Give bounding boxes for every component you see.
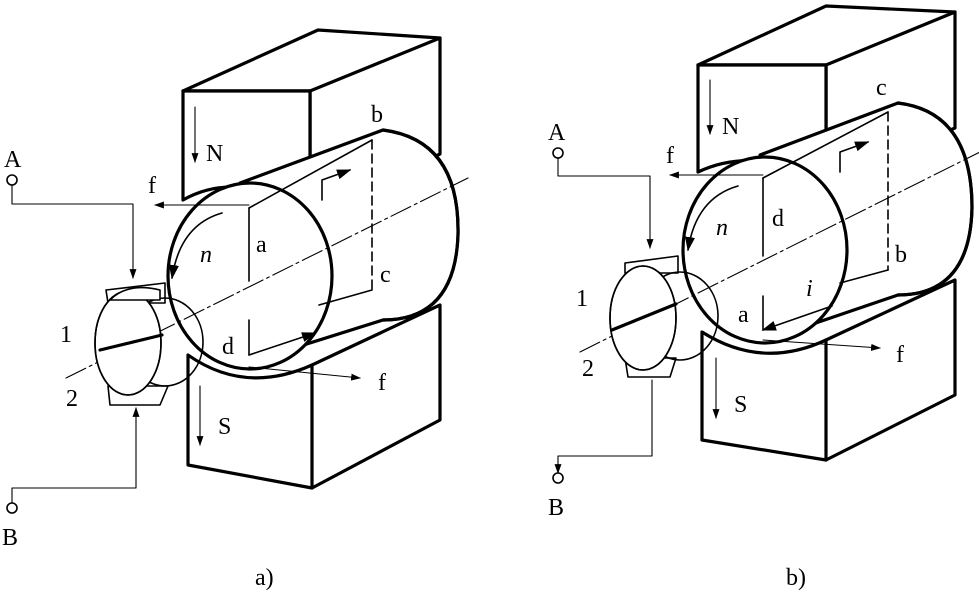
pole-s-label: S xyxy=(734,392,747,418)
external-leads xyxy=(6,174,140,514)
force-label-bottom: f xyxy=(378,370,386,396)
coil-a-label: a xyxy=(256,232,267,258)
terminal-a-label: A xyxy=(548,120,566,146)
segment-1-label: 1 xyxy=(60,322,72,348)
commutator xyxy=(94,282,204,406)
rotation-arrow xyxy=(684,185,739,252)
segment-2-label: 2 xyxy=(582,356,594,382)
terminal-a-label: A xyxy=(4,147,22,173)
terminal-b-label: B xyxy=(548,495,564,521)
coil-c-label: c xyxy=(876,75,887,101)
coil-b-label: b xyxy=(371,102,383,128)
panel-a: A B N S f f n 1 2 a b c d a) xyxy=(2,28,469,591)
caption-a: a) xyxy=(255,565,274,591)
terminal-a-dot xyxy=(552,147,564,159)
pole-s-label: S xyxy=(218,414,231,440)
armature-cylinder xyxy=(681,101,974,345)
current-label: i xyxy=(806,276,813,302)
coil-a-label: a xyxy=(738,302,749,328)
panel-b: A B N S f f n i 1 2 a b c d b) xyxy=(548,4,979,591)
coil-b-label: b xyxy=(895,242,907,268)
force-label-top: f xyxy=(666,143,674,169)
armature-cylinder xyxy=(166,128,460,371)
coil-loop xyxy=(761,111,889,331)
force-label-bottom: f xyxy=(896,342,904,368)
segment-1-label: 1 xyxy=(576,286,588,312)
terminal-b-dot xyxy=(552,472,564,484)
rotation-arrow xyxy=(168,212,223,280)
force-label-top: f xyxy=(148,173,156,199)
speed-label: n xyxy=(716,215,728,241)
pole-n-label: N xyxy=(722,114,739,140)
coil-d-label: d xyxy=(222,334,234,360)
coil-loop xyxy=(248,139,373,356)
commutator xyxy=(609,255,719,378)
south-pole-magnet xyxy=(186,303,442,490)
caption-b: b) xyxy=(786,565,806,591)
south-pole-magnet xyxy=(700,278,957,462)
coil-d-label: d xyxy=(772,206,784,232)
external-leads xyxy=(552,147,654,484)
terminal-b-label: B xyxy=(2,525,18,551)
force-arrow-bottom xyxy=(248,366,361,381)
speed-label: n xyxy=(200,242,212,268)
coil-c-label: c xyxy=(380,262,391,288)
terminal-b-dot xyxy=(6,502,18,514)
force-arrow-bottom xyxy=(762,339,881,351)
segment-2-label: 2 xyxy=(66,386,78,412)
terminal-a-dot xyxy=(6,174,18,186)
pole-n-label: N xyxy=(206,141,223,167)
